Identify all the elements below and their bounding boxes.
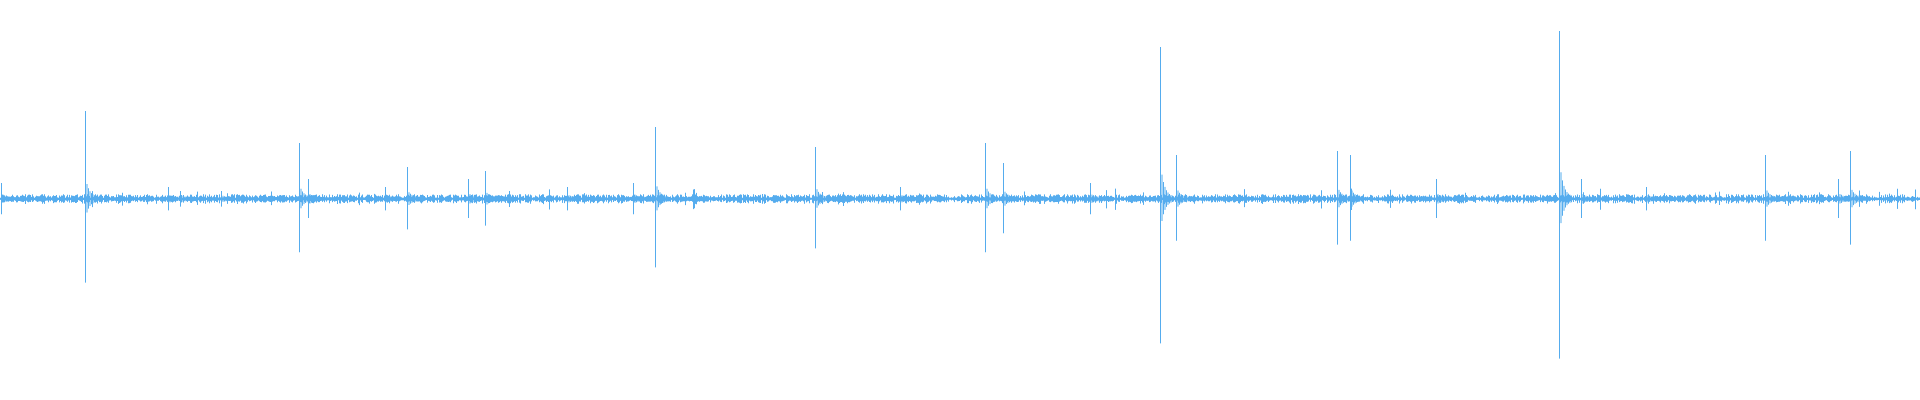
waveform-spike [1646,187,1659,211]
waveform-spike [1838,179,1851,218]
waveform-spike [1176,155,1189,241]
waveform-spike [1350,155,1363,241]
waveform-spike [168,187,181,211]
waveform-spike [1337,151,1350,245]
waveform-spike [407,167,420,230]
waveform-spike [385,187,398,211]
waveform-spike [1436,179,1449,218]
waveform-spike [85,111,98,283]
waveform-noise [0,188,1920,210]
waveform-spike [1559,31,1572,359]
waveform-spike [985,143,998,253]
waveform-spike [633,183,646,215]
waveform-spike [1850,151,1863,245]
waveform-spike [308,179,321,218]
waveform-spike [1090,183,1103,215]
waveform-spike [567,187,580,211]
waveform-spike [468,179,481,218]
waveform-spikes [1,31,1863,359]
waveform-spike [1003,163,1016,234]
waveform-spike [900,187,913,211]
waveform-spike [815,147,828,249]
waveform-spike [180,191,193,207]
waveform-spike [1160,47,1173,344]
waveform-spike [1581,179,1594,218]
waveform-spike [1,183,14,215]
waveform-spike [485,171,498,226]
waveform-spike [655,127,668,268]
waveform-spike [221,191,234,207]
waveform-spike [1765,155,1778,241]
